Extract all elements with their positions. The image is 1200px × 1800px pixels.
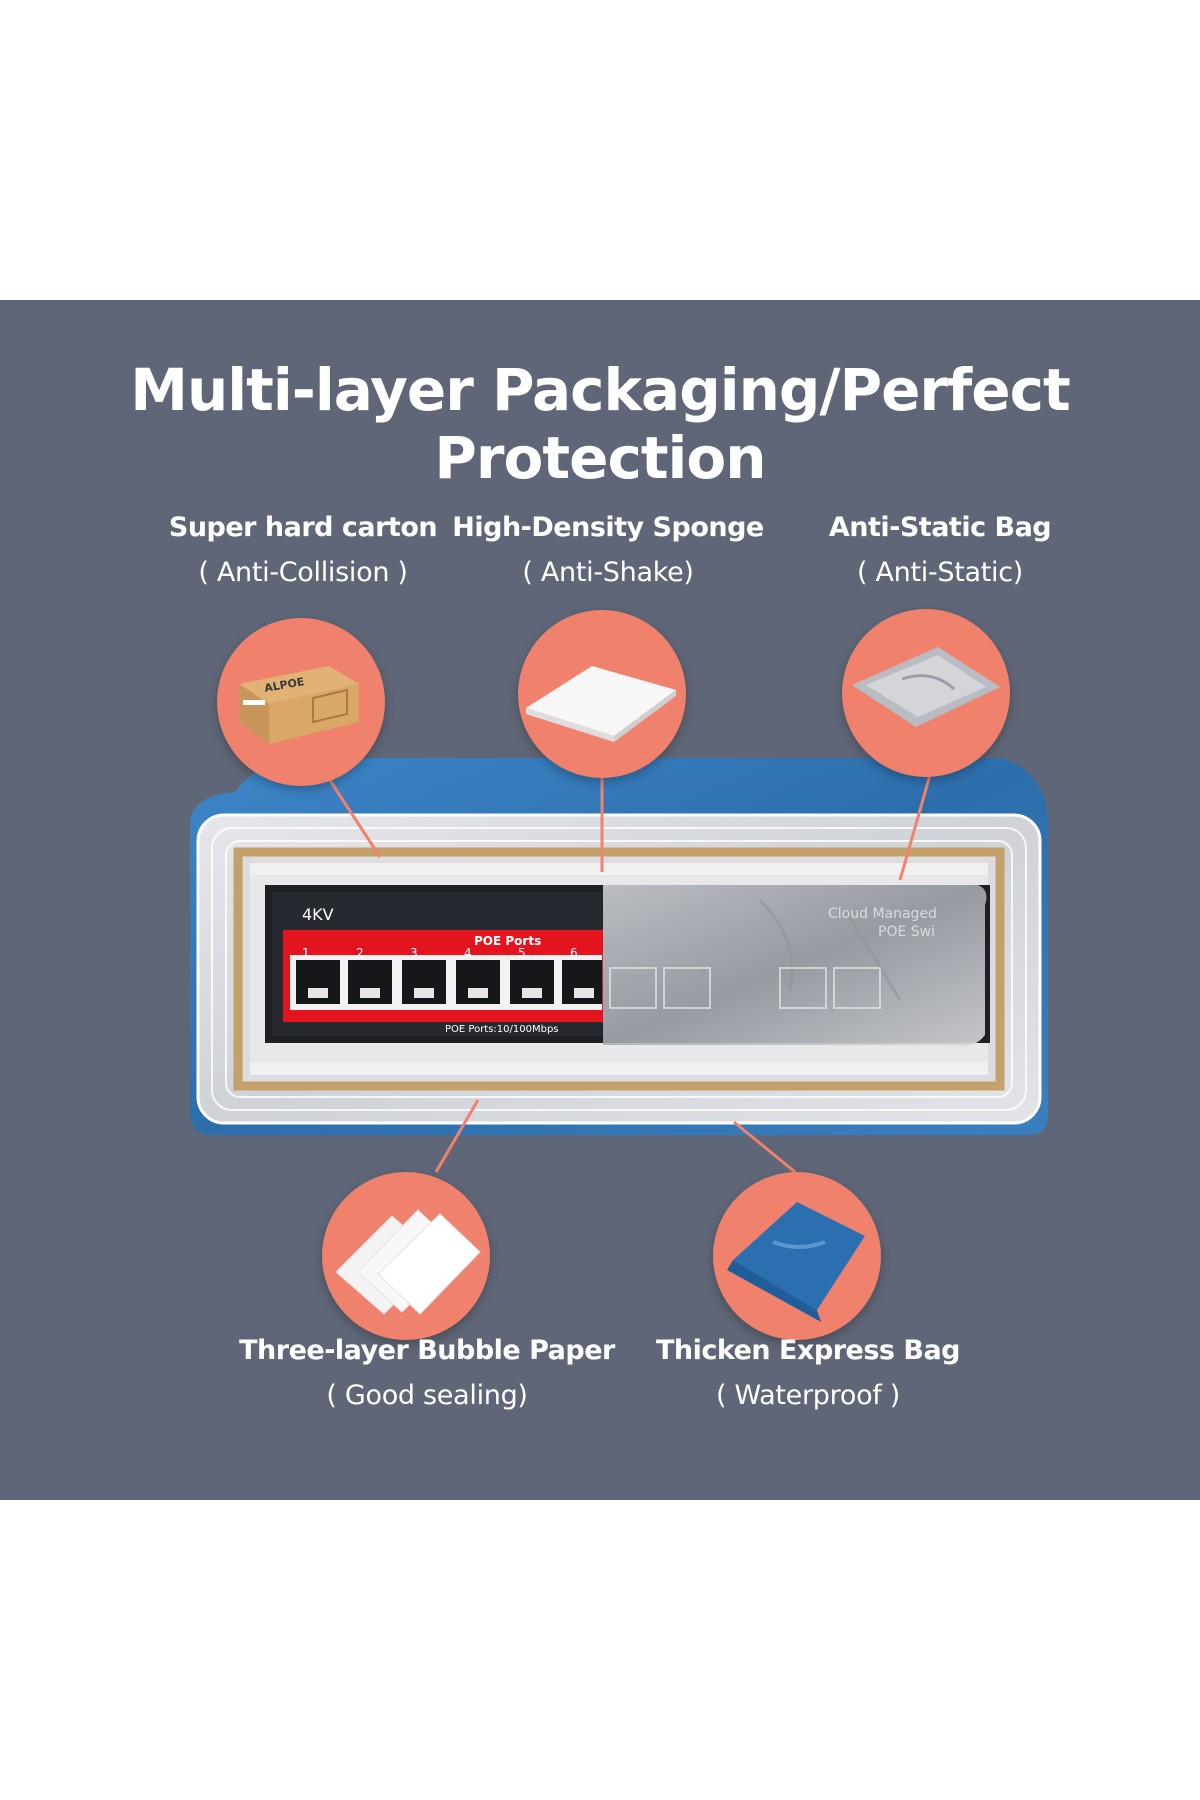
anti-static-bag-icon xyxy=(852,647,1000,727)
bubble-paper-icon xyxy=(335,1209,481,1315)
poe-footer: POE Ports:10/100Mbps xyxy=(445,1024,559,1035)
package-stack xyxy=(190,757,1048,1135)
sponge-title: High-Density Sponge xyxy=(452,512,764,543)
sponge-icon xyxy=(526,666,676,742)
carton-title: Super hard carton xyxy=(168,512,438,543)
label-express-bag: Thicken Express Bag ( Waterproof ) xyxy=(618,1335,998,1411)
label-anti-static-bag: Anti-Static Bag ( Anti-Static) xyxy=(750,512,1130,588)
bubble-paper-title: Three-layer Bubble Paper xyxy=(239,1335,615,1366)
poe-header: POE Ports xyxy=(474,934,542,948)
label-sponge: High-Density Sponge ( Anti-Shake) xyxy=(418,512,798,588)
anti-static-title: Anti-Static Bag xyxy=(828,512,1052,543)
infographic-panel: Multi-layer Packaging/Perfect Protection… xyxy=(0,300,1200,1500)
sponge-note: ( Anti-Shake) xyxy=(522,557,694,588)
express-bag-circle xyxy=(713,1172,881,1340)
express-bag-note: ( Waterproof ) xyxy=(715,1380,901,1411)
express-bag-icon xyxy=(727,1202,865,1322)
anti-static-note: ( Anti-Static) xyxy=(856,557,1024,588)
label-bubble-paper: Three-layer Bubble Paper ( Good sealing) xyxy=(237,1335,617,1411)
port-number-3: 3 xyxy=(410,946,418,960)
bag-print-2: POE Swi xyxy=(878,924,935,940)
sponge-circle xyxy=(518,610,686,778)
port-number-1: 1 xyxy=(302,946,310,960)
label-carton: Super hard carton ( Anti-Collision ) xyxy=(113,512,493,588)
ethernet-ports xyxy=(296,960,602,1004)
port-number-5: 5 xyxy=(518,946,526,960)
bubble-paper-note: ( Good sealing) xyxy=(326,1380,528,1411)
carton-note: ( Anti-Collision ) xyxy=(198,557,408,588)
port-number-6: 6 xyxy=(570,946,578,960)
anti-static-circle xyxy=(842,609,1010,777)
port-number-4: 4 xyxy=(464,946,472,960)
anti-static-bag-layer xyxy=(603,885,987,1046)
switch-badge: 4KV xyxy=(302,905,334,924)
port-number-2: 2 xyxy=(356,946,364,960)
carton-icon: ALPOE xyxy=(239,666,359,744)
bag-print-1: Cloud Managed xyxy=(828,906,937,922)
bubble-paper-circle xyxy=(322,1172,490,1340)
express-bag-title: Thicken Express Bag xyxy=(655,1335,961,1366)
page-title: Multi-layer Packaging/Perfect Protection xyxy=(130,356,1070,492)
carton-circle: ALPOE xyxy=(217,618,385,786)
